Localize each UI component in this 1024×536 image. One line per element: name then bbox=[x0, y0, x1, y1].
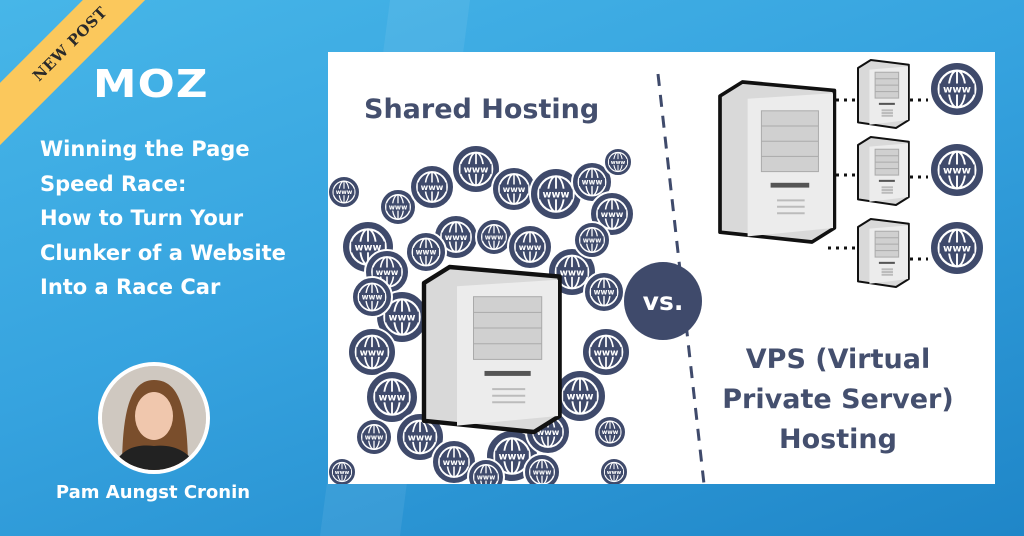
server-icon bbox=[718, 80, 837, 244]
globe-label: www bbox=[519, 242, 542, 252]
globe-label: www bbox=[543, 190, 570, 201]
author-avatar bbox=[98, 362, 210, 474]
globe-label: www bbox=[416, 248, 437, 257]
globe-label: www bbox=[355, 243, 382, 254]
globe-www-icon: www bbox=[409, 164, 455, 210]
globe-www-icon: www bbox=[573, 221, 611, 259]
globe-label: www bbox=[485, 233, 504, 241]
globe-label: www bbox=[602, 429, 619, 436]
globe-label: www bbox=[943, 85, 971, 96]
globe-label: www bbox=[336, 189, 353, 196]
vs-badge: vs. bbox=[624, 262, 702, 340]
globe-label: www bbox=[335, 470, 350, 476]
globe-label: www bbox=[499, 452, 526, 463]
globe-label: www bbox=[477, 473, 496, 481]
globe-label: www bbox=[601, 209, 624, 219]
server-icon bbox=[857, 218, 910, 288]
server-icon bbox=[857, 136, 910, 206]
globe-label: www bbox=[445, 232, 468, 242]
globe-www-icon: www bbox=[929, 220, 985, 276]
server-icon bbox=[857, 59, 910, 129]
globe-www-icon: www bbox=[475, 218, 513, 256]
globe-www-icon: www bbox=[431, 439, 477, 484]
globe-label: www bbox=[607, 470, 622, 476]
divider-line bbox=[656, 73, 706, 484]
globe-label: www bbox=[583, 236, 602, 244]
title-line: Clunker of a Website bbox=[40, 240, 286, 265]
globe-www-icon: www bbox=[467, 458, 505, 484]
title-line: Into a Race Car bbox=[40, 275, 221, 299]
globe-www-icon: www bbox=[379, 188, 417, 226]
globe-www-icon: www bbox=[593, 415, 627, 449]
globe-www-icon: www bbox=[599, 457, 629, 484]
globe-label: www bbox=[567, 392, 594, 403]
globe-label: www bbox=[362, 293, 383, 302]
vps-line: Private Server) bbox=[722, 384, 954, 415]
globe-www-icon: www bbox=[365, 370, 419, 424]
globe-label: www bbox=[594, 348, 619, 358]
title-line: Speed Race: bbox=[40, 171, 187, 196]
globe-label: www bbox=[360, 348, 385, 358]
globe-label: www bbox=[582, 178, 603, 187]
globe-label: www bbox=[408, 433, 433, 443]
moz-logo: MOZ bbox=[93, 62, 209, 106]
globe-www-icon: www bbox=[581, 327, 631, 377]
vps-line: VPS (Virtual bbox=[745, 344, 931, 375]
shared-hosting-heading: Shared Hosting bbox=[364, 94, 600, 125]
globe-label: www bbox=[503, 184, 526, 194]
globe-www-icon: www bbox=[405, 231, 447, 273]
globe-www-icon: www bbox=[507, 224, 553, 270]
globe-www-icon: www bbox=[355, 418, 393, 456]
title-line: How to Turn Your bbox=[40, 206, 244, 230]
vps-hosting-heading: VPS (Virtual Private Server) Hosting bbox=[718, 340, 958, 460]
author-name: Pam Aungst Cronin bbox=[55, 482, 251, 503]
diagram-art: wwwwwwwwwwwwwwwwwwwwwwwwwwwwwwwwwwwwwwww… bbox=[328, 59, 985, 484]
post-title: Winning the Page Speed Race: How to Turn… bbox=[40, 132, 320, 305]
globe-www-icon: www bbox=[328, 457, 357, 484]
globe-label: www bbox=[594, 288, 615, 297]
server-icon bbox=[421, 264, 562, 435]
globe-label: www bbox=[365, 433, 384, 441]
globe-www-icon: www bbox=[529, 167, 583, 221]
globe-www-icon: www bbox=[523, 453, 561, 484]
globe-label: www bbox=[389, 313, 416, 324]
globe-www-icon: www bbox=[395, 412, 445, 462]
globe-www-icon: www bbox=[603, 147, 633, 177]
globe-label: www bbox=[464, 165, 489, 175]
globe-label: www bbox=[376, 267, 399, 277]
globe-label: www bbox=[421, 182, 444, 192]
globe-www-icon: www bbox=[451, 144, 501, 194]
globe-label: www bbox=[443, 457, 466, 467]
globe-label: www bbox=[611, 160, 626, 166]
globe-www-icon: www bbox=[328, 175, 361, 209]
title-line: Winning the Page bbox=[40, 137, 250, 161]
globe-label: www bbox=[389, 203, 408, 211]
globe-www-icon: www bbox=[347, 327, 397, 377]
globe-www-icon: www bbox=[571, 161, 613, 203]
globe-www-icon: www bbox=[351, 276, 393, 318]
globe-label: www bbox=[379, 393, 406, 404]
globe-www-icon: www bbox=[583, 271, 625, 313]
globe-label: www bbox=[943, 166, 971, 177]
globe-www-icon: www bbox=[929, 61, 985, 117]
globe-label: www bbox=[537, 427, 560, 437]
globe-label: www bbox=[560, 268, 585, 278]
globe-label: www bbox=[533, 468, 552, 476]
vps-line: Hosting bbox=[779, 424, 897, 455]
globe-www-icon: www bbox=[929, 142, 985, 198]
globe-label: www bbox=[943, 244, 971, 255]
globe-www-icon: www bbox=[491, 166, 537, 212]
